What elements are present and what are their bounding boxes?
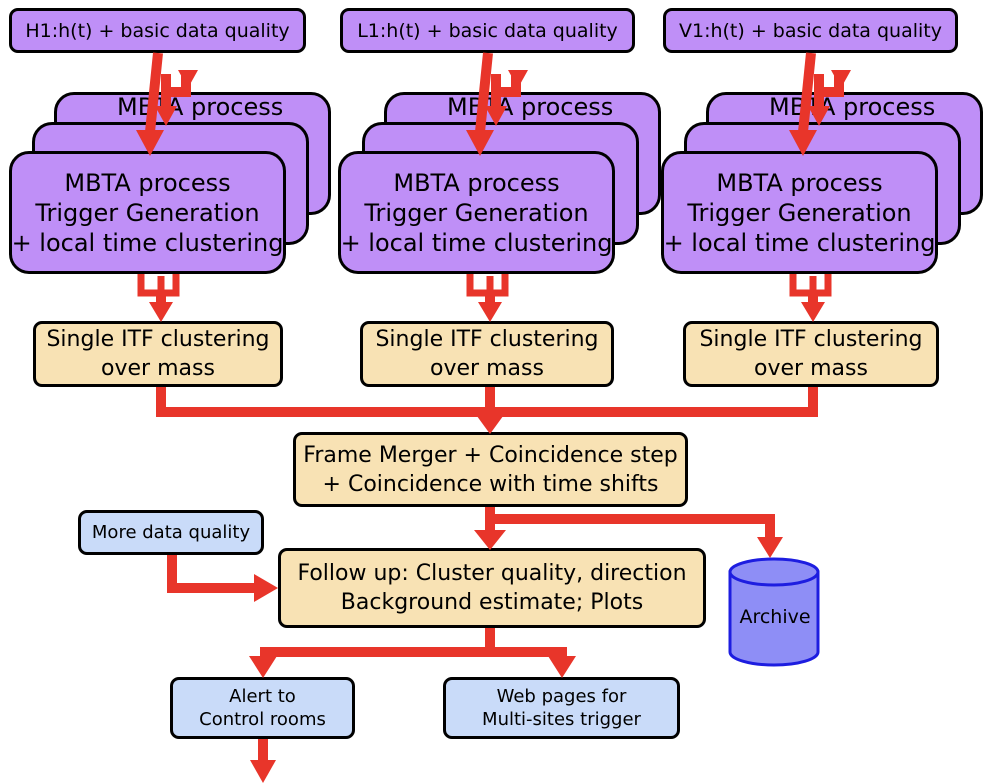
input-l1: L1:h(t) + basic data quality (340, 8, 635, 53)
input-label: H1:h(t) + basic data quality (25, 19, 290, 42)
arrowhead-alert (249, 656, 277, 678)
arrowhead-followup (474, 530, 506, 550)
connector-v1-gather (789, 274, 832, 297)
follow-up-line1: Follow up: Cluster quality, direction (297, 561, 687, 586)
archive-cylinder (728, 557, 820, 667)
web-line1: Web pages for (496, 686, 627, 707)
arrowhead-v1-input (789, 130, 817, 156)
arrowhead-h1-branch-right (178, 70, 198, 88)
arrowhead-l1-branch-right (508, 70, 528, 88)
connector-archive-line (490, 514, 775, 540)
alert-box: Alert to Control rooms (170, 677, 355, 739)
more-data-quality-box: More data quality (78, 510, 264, 555)
arrowhead-v1-single (801, 302, 825, 322)
ghost-label: MBTA process (117, 93, 284, 121)
ghost-label: MBTA process (447, 93, 614, 121)
input-v1: V1:h(t) + basic data quality (663, 8, 958, 53)
archive-label: Archive (739, 606, 811, 628)
input-label: V1:h(t) + basic data quality (678, 19, 942, 42)
arrowhead-merger (474, 412, 506, 434)
web-line2: Multi-sites trigger (482, 709, 641, 730)
connector-h1-input (145, 52, 163, 133)
connector-l1-gather (466, 274, 509, 297)
single-itf-h1: Single ITF clustering over mass (33, 321, 283, 387)
merger-line2: + Coincidence with time shifts (322, 471, 659, 497)
single-itf-l1: Single ITF clustering over mass (360, 321, 614, 387)
connector-output-bus (260, 647, 567, 658)
arrowhead-v1-branch-right (831, 70, 851, 88)
single-itf-line2: over mass (101, 356, 215, 381)
mbta-line3: + local time clustering (340, 228, 613, 257)
mbta-line3: + local time clustering (663, 228, 936, 257)
mbta-line1: MBTA process (393, 168, 560, 197)
mbta-line1: MBTA process (716, 168, 883, 197)
alert-line2: Control rooms (199, 709, 326, 730)
arrowhead-dq (254, 574, 278, 602)
frame-merger-box: Frame Merger + Coincidence step + Coinci… (293, 432, 688, 507)
arrowhead-l1-branch (485, 106, 507, 126)
arrowhead-archive (757, 537, 783, 558)
ghost-label: MBTA process (769, 93, 936, 121)
input-h1: H1:h(t) + basic data quality (9, 8, 306, 53)
arrowhead-h1-branch (155, 106, 177, 126)
arrowhead-v1-branch (808, 106, 830, 126)
arrowhead-h1-input (136, 130, 164, 156)
alert-line1: Alert to (229, 686, 296, 707)
single-itf-v1: Single ITF clustering over mass (683, 321, 939, 387)
mbta-line3: + local time clustering (11, 228, 284, 257)
arrowhead-web (548, 656, 576, 678)
single-itf-line2: over mass (754, 356, 868, 381)
arrowhead-alert-out (250, 760, 276, 783)
follow-up-line2: Background estimate; Plots (340, 590, 644, 615)
connector-dq-line (167, 555, 256, 593)
single-itf-line1: Single ITF clustering (375, 327, 599, 352)
connector-h1-gather (137, 274, 180, 297)
mbta-process-v1: MBTA process Trigger Generation + local … (661, 151, 938, 274)
mbta-process-l1: MBTA process Trigger Generation + local … (338, 151, 615, 274)
merger-line1: Frame Merger + Coincidence step (303, 442, 678, 468)
input-label: L1:h(t) + basic data quality (357, 19, 618, 42)
mbta-line1: MBTA process (64, 168, 231, 197)
connector-v1-input (798, 52, 816, 133)
mbta-process-h1: MBTA process Trigger Generation + local … (9, 151, 286, 274)
arrowhead-l1-single (478, 302, 502, 322)
web-pages-box: Web pages for Multi-sites trigger (443, 677, 680, 739)
single-itf-line1: Single ITF clustering (699, 327, 923, 352)
arrowhead-l1-input (466, 130, 494, 156)
single-itf-line2: over mass (430, 356, 544, 381)
mbta-line2: Trigger Generation (364, 198, 589, 227)
arrowhead-h1-single (149, 302, 173, 322)
single-itf-line1: Single ITF clustering (46, 327, 270, 352)
follow-up-box: Follow up: Cluster quality, direction Ba… (278, 548, 706, 628)
more-data-quality-label: More data quality (91, 522, 251, 543)
mbta-line2: Trigger Generation (35, 198, 260, 227)
mbta-line2: Trigger Generation (687, 198, 912, 227)
connector-l1-input (475, 52, 493, 133)
